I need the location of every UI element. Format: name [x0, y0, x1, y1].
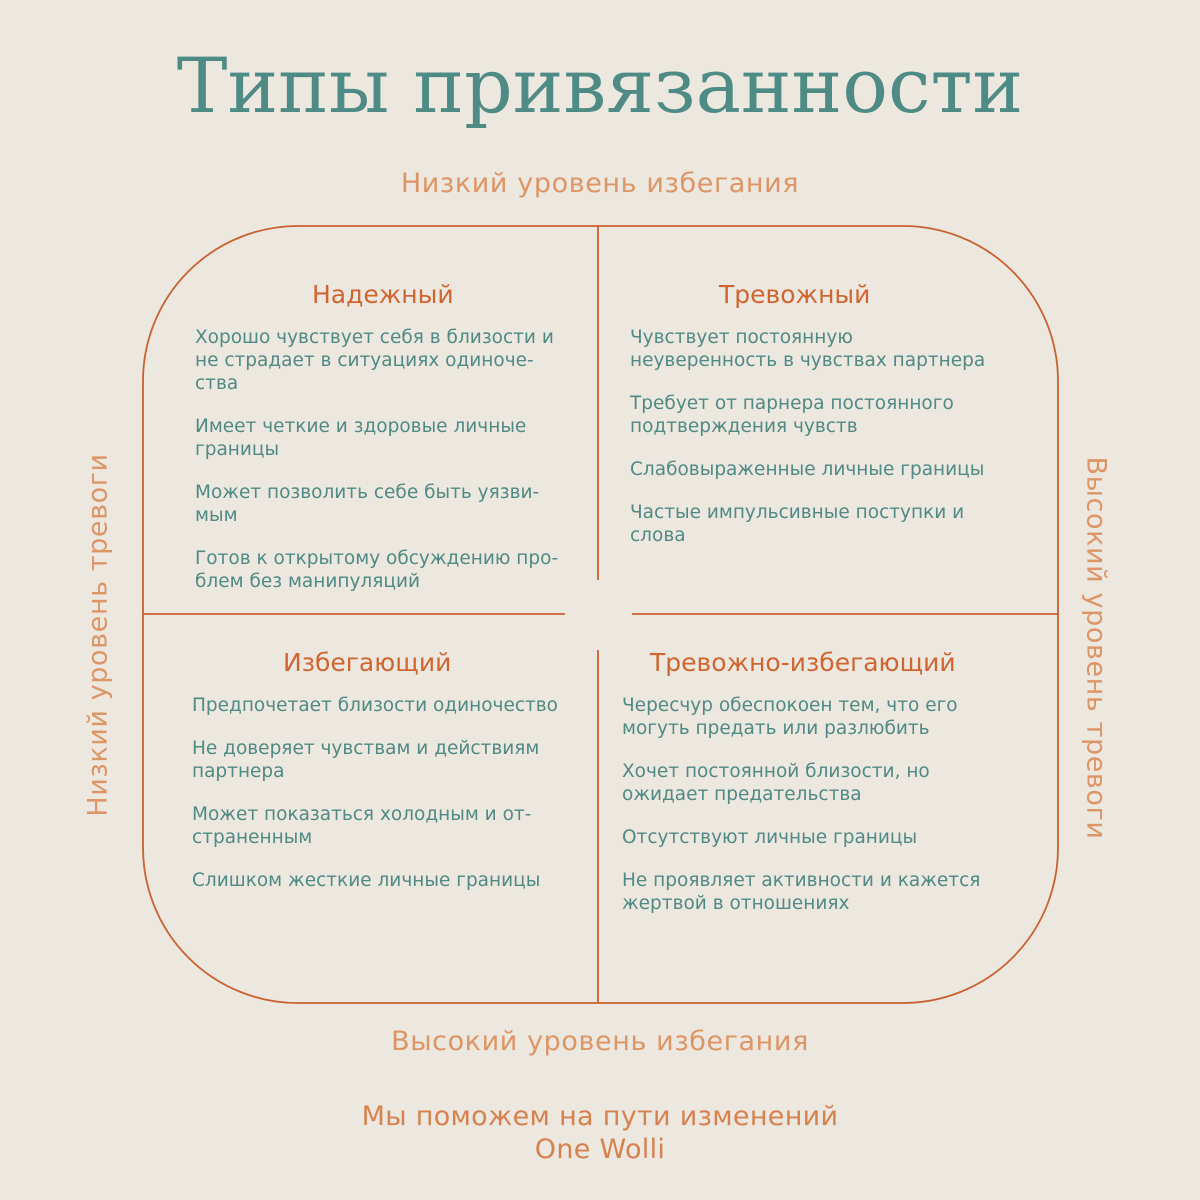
- quadrant-title: Тревожно-избегающий: [650, 648, 956, 677]
- axis-label-bottom: Высокий уровень избегания: [391, 1026, 809, 1057]
- list-item: Частые импульсивные поступки и слова: [630, 502, 965, 546]
- axis-label-top: Низкий уровень избегания: [400, 168, 800, 199]
- list-item: Может показаться холодным и от- страненн…: [192, 804, 532, 848]
- list-item: Чувствует постоянную неуверенность в чув…: [630, 327, 986, 371]
- list-item: Чересчур обеспокоен тем, что его могуть …: [622, 695, 958, 739]
- list-item: Готов к открытому обсуждению про- блем б…: [195, 548, 559, 592]
- list-item: Имеет четкие и здоровые личные границы: [195, 416, 527, 460]
- page-title: Типы привязанности: [176, 41, 1024, 130]
- footer-tagline: Мы поможем на пути изменений: [361, 1101, 839, 1132]
- list-item: Хорошо чувствует себя в близости и не ст…: [195, 327, 554, 394]
- quadrant-title: Надежный: [312, 280, 454, 309]
- list-item: Предпочетает близости одиночество: [192, 695, 558, 716]
- list-item: Не проявляет активности и кажется жертво…: [622, 870, 981, 914]
- list-item: Слабовыраженные личные границы: [630, 459, 985, 480]
- quadrant-title: Тревожный: [719, 280, 871, 309]
- quadrant-title: Избегающий: [283, 648, 452, 677]
- quadrant-secure: Надежный Хорошо чувствует себя в близост…: [195, 278, 595, 613]
- footer-brand: One Wolli: [534, 1134, 666, 1165]
- list-item: Требует от парнера постоянного подтвержд…: [630, 393, 954, 437]
- list-item: Отсутствуют личные границы: [622, 827, 918, 848]
- quadrant-avoidant: Избегающий Предпочетает близости одиноче…: [192, 646, 592, 912]
- quadrant-fearful-avoidant: Тревожно-избегающий Чересчур обеспокоен …: [622, 646, 1032, 935]
- list-item: Хочет постоянной близости, но ожидает пр…: [622, 761, 930, 805]
- quadrant-anxious: Тревожный Чувствует постоянную неуверенн…: [630, 278, 1040, 567]
- list-item: Может позволить себе быть уязви- мым: [195, 482, 540, 526]
- list-item: Не доверяет чувствам и действиям партнер…: [192, 738, 540, 782]
- list-item: Слишком жесткие личные границы: [192, 870, 541, 891]
